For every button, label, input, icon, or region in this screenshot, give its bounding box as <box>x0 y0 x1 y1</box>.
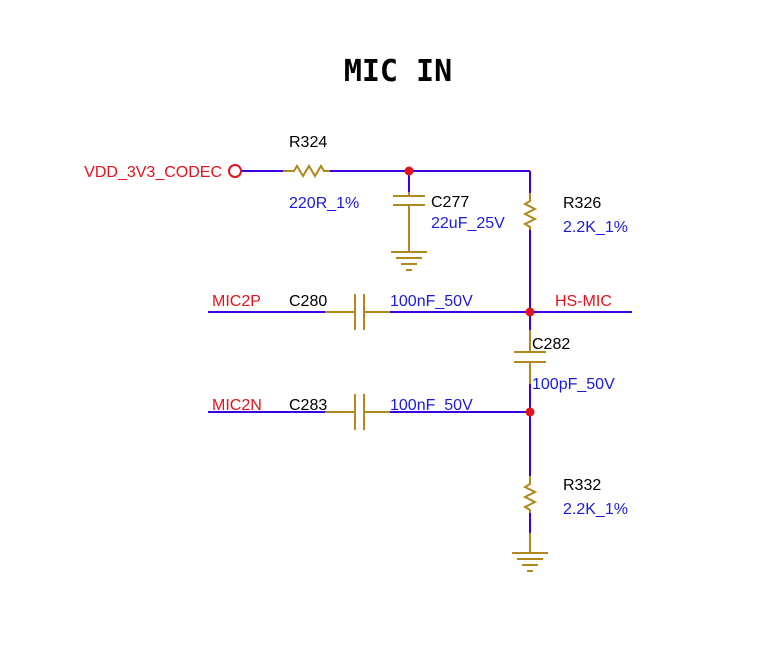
c282-value: 100pF_50V <box>532 376 615 393</box>
c283-value: 100nF_50V <box>390 397 473 414</box>
capacitor-c280: C280 100nF_50V <box>289 293 473 330</box>
r324-value: 220R_1% <box>289 195 359 212</box>
junction-hs-mic <box>525 307 535 317</box>
r332-value: 2.2K_1% <box>563 501 628 518</box>
junction-c277-top <box>404 166 414 176</box>
resistor-r326: R326 2.2K_1% <box>522 193 628 236</box>
c283-ref: C283 <box>289 397 327 414</box>
resistor-r324: R324 220R_1% <box>283 134 359 212</box>
vdd-port-circle <box>228 164 242 178</box>
resistor-r332: R332 2.2K_1% <box>522 476 628 518</box>
vdd-port: VDD_3V3_CODEC <box>84 164 242 181</box>
hs-mic-net-label: HS-MIC <box>555 293 612 310</box>
c280-ref: C280 <box>289 293 327 310</box>
r332-ref: R332 <box>563 477 601 494</box>
vdd-net-label: VDD_3V3_CODEC <box>84 164 222 181</box>
r324-ref: R324 <box>289 134 327 151</box>
ground-c277 <box>391 251 427 271</box>
r326-value: 2.2K_1% <box>563 219 628 236</box>
capacitor-c277: C277 22uF_25V <box>393 192 505 252</box>
c280-value: 100nF_50V <box>390 293 473 310</box>
c277-ref: C277 <box>431 194 469 211</box>
r332-symbol <box>522 476 538 513</box>
mic2n-net-label: MIC2N <box>212 397 262 414</box>
r326-ref: R326 <box>563 195 601 212</box>
ground-r332 <box>512 533 548 572</box>
capacitor-c282: C282 100pF_50V <box>514 330 615 393</box>
schematic-title: MIC IN <box>344 54 452 89</box>
wires <box>208 170 632 533</box>
c277-value: 22uF_25V <box>431 215 505 232</box>
mic2p-net-label: MIC2P <box>212 293 261 310</box>
r324-symbol <box>283 164 330 178</box>
c282-ref: C282 <box>532 336 570 353</box>
r326-symbol <box>522 193 538 230</box>
junction-mic2n <box>525 407 535 417</box>
capacitor-c283: C283 100nF_50V <box>289 394 473 430</box>
